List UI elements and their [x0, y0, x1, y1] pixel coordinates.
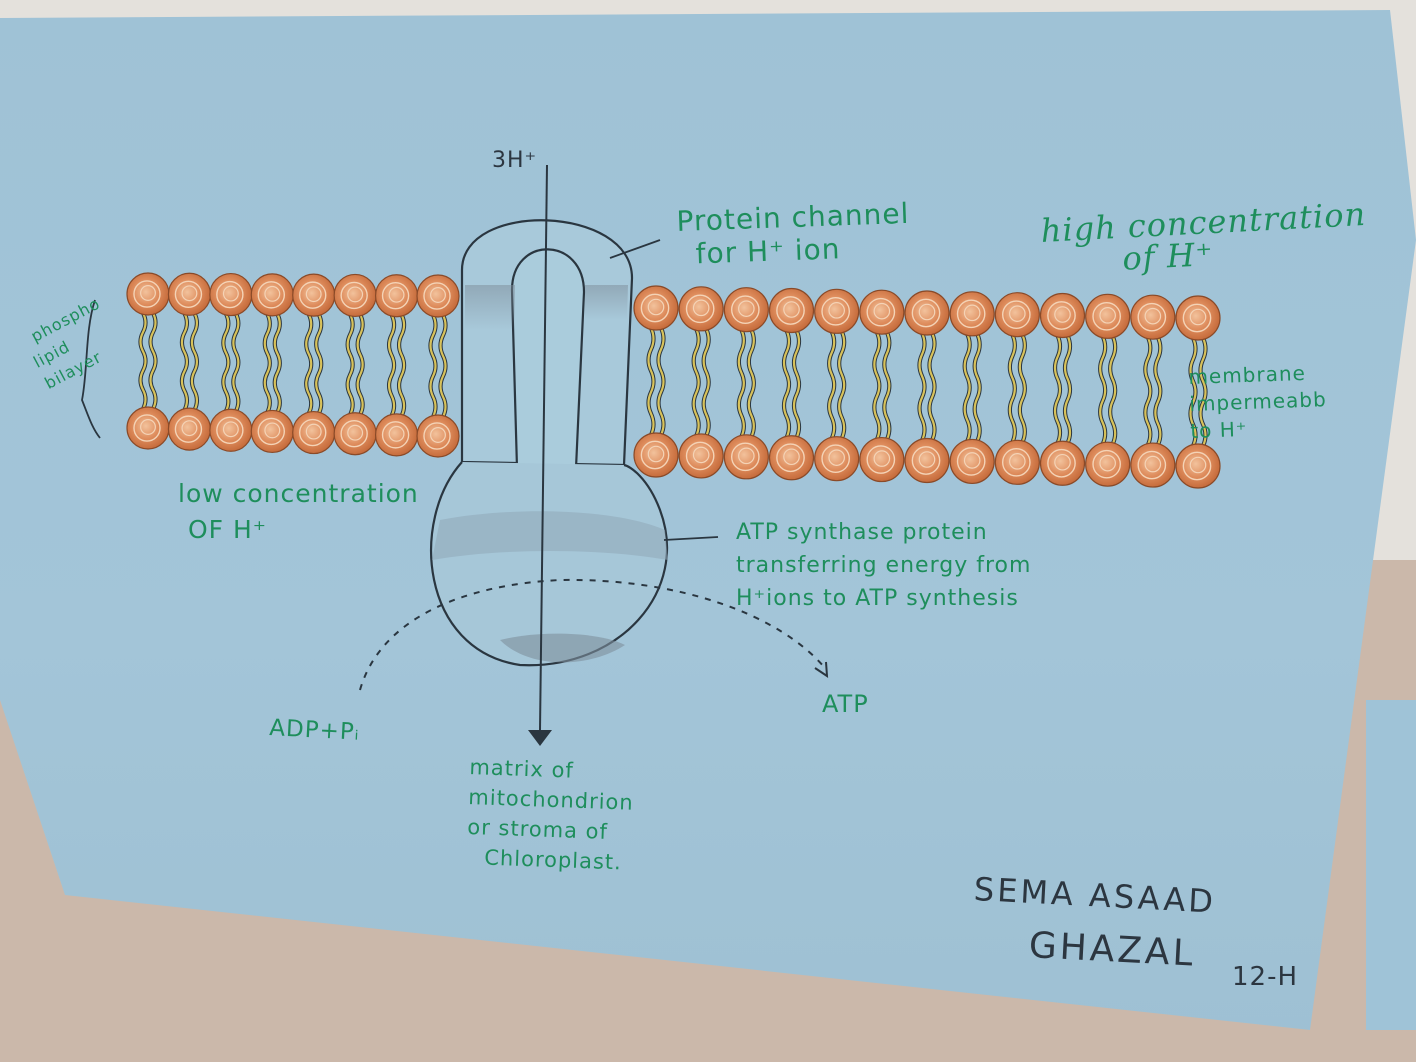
protein-channel-label: Protein channel for H⁺ ion [676, 196, 910, 271]
proton-flow-arrow [528, 164, 552, 746]
phospholipid-head [904, 437, 950, 484]
phospholipid-head [904, 290, 950, 336]
phospholipid-head [250, 409, 294, 454]
phospholipid-head [1039, 440, 1086, 486]
author-name-line2: GHAZAL [1027, 925, 1197, 975]
phospholipid-head [209, 272, 253, 317]
phospholipid-head [949, 438, 995, 485]
lipid-heads-right [633, 285, 1221, 489]
lipid-tails-left [138, 312, 448, 418]
fatty-acid-tail [736, 328, 756, 438]
fatty-acid-tail [872, 331, 892, 441]
fatty-acid-tail [1188, 337, 1208, 447]
phospholipid-head [333, 273, 377, 318]
phospholipid-head [814, 288, 860, 334]
membrane-impermeable-label: membrane impermeabb to H⁺ [1188, 360, 1328, 443]
leader-lines [81, 239, 719, 541]
fatty-acid-tail [304, 313, 324, 415]
author-class: 12-H [1232, 962, 1299, 992]
proton-count-label: 3H⁺ [492, 148, 538, 173]
phospholipid-head [292, 410, 336, 455]
phospholipid-head [1039, 292, 1086, 339]
lipid-tails-right [646, 327, 1208, 447]
phospholipid-head [633, 285, 679, 331]
fatty-acid-tail [138, 312, 158, 410]
phospholipid-head [814, 436, 860, 482]
fatty-acid-tail [428, 314, 448, 418]
fatty-acid-tail [179, 312, 200, 412]
phospholipid-head [723, 287, 769, 333]
fatty-acid-tail [1098, 335, 1118, 446]
phospholipid-head [126, 406, 170, 450]
phospholipid-head [292, 273, 336, 317]
fatty-acid-tail [691, 327, 711, 437]
phospholipid-head [167, 272, 212, 316]
phospholipid-head [1130, 442, 1176, 488]
matrix-label: matrix of mitochondrion or stroma of Chl… [466, 754, 635, 875]
fatty-acid-tail [962, 332, 982, 443]
fatty-acid-tail [1143, 336, 1163, 446]
fatty-acid-tail [646, 327, 666, 436]
phospholipid-head [723, 434, 769, 480]
phospholipid-head [949, 291, 995, 337]
phospholipid-head [209, 408, 253, 452]
phospholipid-head [859, 289, 905, 335]
fatty-acid-tail [1007, 333, 1027, 444]
atp-arrowhead [814, 661, 829, 678]
phospholipid-head [994, 439, 1040, 485]
phospholipid-head [333, 412, 377, 456]
fatty-acid-tail [386, 313, 407, 417]
phospholipid-head [768, 287, 815, 334]
phospholipid-head [994, 292, 1040, 338]
fatty-acid-tail [781, 329, 802, 439]
atp-synthase-label: ATP synthase protein transferring energy… [736, 520, 1032, 611]
phospholipid-head [768, 435, 815, 481]
phospholipid-head [374, 274, 419, 318]
fatty-acid-tail [917, 332, 937, 442]
fatty-acid-tail [345, 313, 365, 416]
phospholipid-head [126, 272, 170, 316]
phospholipid-head [1175, 295, 1221, 341]
adp-label: ADP+Pᵢ [268, 715, 361, 746]
fatty-acid-tail [1052, 334, 1073, 445]
atp-label: ATP [822, 690, 869, 718]
phospholipid-head [1175, 443, 1221, 489]
adjacent-poster-edge [1366, 700, 1416, 1030]
phospholipid-head [1130, 294, 1176, 340]
phospholipid-head [678, 286, 724, 332]
low-concentration-label: low concentration OF H⁺ [178, 479, 419, 544]
lipid-heads-left [126, 272, 460, 458]
fatty-acid-tail [262, 312, 282, 414]
phospholipid-head [374, 413, 419, 457]
phospholipid-head [633, 432, 679, 478]
phospholipid-head [1085, 293, 1131, 339]
phospholipid-head [859, 436, 905, 483]
atp-synthase-protein [430, 219, 669, 667]
phospholipid-head [250, 273, 294, 317]
phospholipid-head [1085, 441, 1131, 487]
fatty-acid-tail [221, 312, 241, 413]
atp-reaction-arrows [359, 578, 826, 691]
fatty-acid-tail [827, 330, 847, 440]
phospholipid-head [167, 407, 212, 451]
phospholipid-head [416, 414, 460, 458]
phospholipid-head [678, 433, 724, 479]
phospholipid-head [416, 274, 460, 318]
